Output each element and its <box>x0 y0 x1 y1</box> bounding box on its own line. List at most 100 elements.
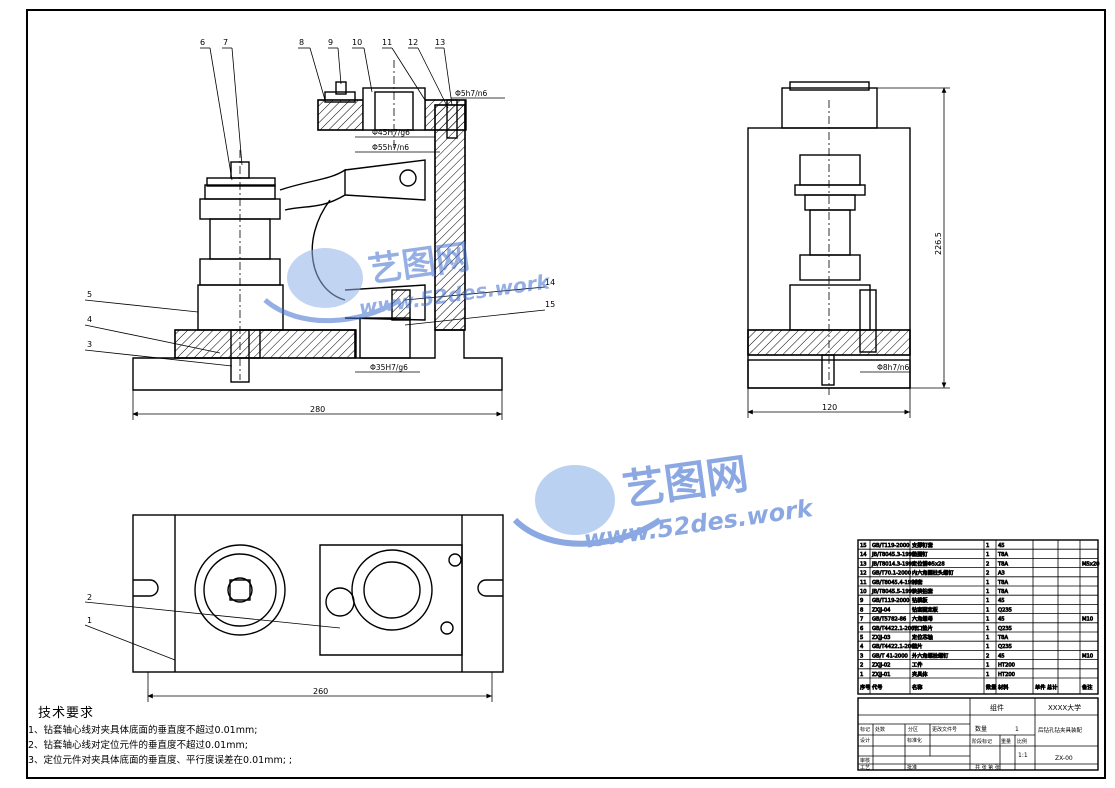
bom-cell-mat: A3 <box>998 571 1005 577</box>
bom-cell-code: JB/T8045.5-1999 <box>871 589 915 595</box>
tech-req-title: 技术要求 <box>38 706 95 721</box>
bom-cell-name: 钻模板 <box>912 596 928 604</box>
top-view-dimensions <box>84 601 493 702</box>
bom-cell-code: GB/T4422.1-2002 <box>872 644 918 650</box>
bom-cell-qty: 1 <box>986 644 989 650</box>
top-view <box>132 514 504 673</box>
bom-cell-code: ZXJJ-02 <box>872 663 890 669</box>
bom-cell-code: GB/T119-2000 <box>872 598 909 604</box>
bom-cell-mat: HT200 <box>998 672 1015 678</box>
bom-cell-name: 内六角圆柱头螺钉 <box>912 569 954 577</box>
bom-cell-mat: T8A <box>997 552 1008 558</box>
bom-cell-qty: 1 <box>986 672 989 678</box>
bom-cell-code: JB/T8045.3-1999 <box>871 552 915 558</box>
bom-cell-no: 15 <box>860 543 867 549</box>
front-view-dimensions <box>132 97 505 420</box>
bom-cell-name: 工件 <box>912 661 922 669</box>
side-view <box>747 81 911 395</box>
callout-14: 14 <box>545 278 555 287</box>
bom-cell-mat: T8A <box>997 561 1008 567</box>
bom-cell-qty: 1 <box>986 635 989 641</box>
callout-leaders <box>84 47 546 367</box>
bom-header-qty: 数量 <box>986 683 996 691</box>
bom-cell-note: M10 <box>1082 617 1093 623</box>
callout-13: 13 <box>435 38 445 47</box>
callout-7: 7 <box>223 38 228 47</box>
bom-cell-no: 3 <box>860 653 863 659</box>
bom-cell-note: M5x20 <box>1082 561 1099 567</box>
bom-cell-code: GB/T 41-2000 <box>872 653 908 659</box>
bom-cell-no: 14 <box>860 552 867 558</box>
title-count-label: 处数 <box>875 726 885 733</box>
bom-cell-name: 夹具体 <box>912 670 928 678</box>
title-std-label: 标准化 <box>907 737 922 744</box>
bom-cell-qty: 1 <box>986 617 989 623</box>
title-scale: 1:1 <box>1018 752 1028 759</box>
bom-cell-code: ZXJJ-04 <box>872 607 891 613</box>
bom-cell-qty: 2 <box>986 571 989 577</box>
fit-pin-8: Φ8h7/n6 <box>877 363 909 372</box>
bom-cell-mat: 45 <box>998 598 1005 604</box>
bom-cell-note: M10 <box>1082 653 1093 659</box>
bom-cell-no: 11 <box>860 580 867 586</box>
title-zone-label: 分区 <box>908 726 918 733</box>
title-approve-label: 批准 <box>907 764 917 771</box>
bom-cell-code: GB/T70.1-2000 <box>872 571 911 577</box>
bom-cell-qty: 1 <box>986 543 989 549</box>
bom-cell-code: GB/T119-2000 <box>872 543 909 549</box>
title-check-label: 审核 <box>860 757 870 764</box>
title-scale-label: 比例 <box>1017 738 1027 745</box>
bom-cell-mat: 45 <box>998 653 1005 659</box>
bom-cell-qty: 2 <box>986 653 989 659</box>
drawing-frame <box>26 9 1106 779</box>
title-drawing-no: ZX-00 <box>1055 755 1073 762</box>
bom-cell-code: GB/T5782-86 <box>872 617 906 623</box>
bom-cell-qty: 1 <box>986 552 989 558</box>
bom-header-weight: 单件 总计 <box>1035 683 1057 691</box>
callout-10: 10 <box>352 38 362 47</box>
callout-1: 1 <box>87 616 92 625</box>
bom-cell-code: GB/T4422.1-2002 <box>872 626 918 632</box>
bom-cell-name: 外六角螺栓螺钉 <box>912 651 948 659</box>
callout-6: 6 <box>200 38 205 47</box>
watermark-center: 艺图网 www.52des.work <box>512 449 816 554</box>
title-school: XXXX大学 <box>1048 703 1081 712</box>
top-width-dim: 260 <box>313 687 328 696</box>
title-weight-label: 重量 <box>1001 738 1011 745</box>
title-qty-value: 1 <box>1015 726 1019 733</box>
bom-cell-name: 六角螺母 <box>912 615 933 623</box>
bom-cell-no: 4 <box>860 644 864 650</box>
bom-cell-mat: T8A <box>997 589 1008 595</box>
bom-header-name: 名称 <box>912 683 922 691</box>
bom-header-mat: 材料 <box>998 683 1008 691</box>
bom-cell-mat: Q235 <box>998 607 1012 613</box>
title-drawing-title-a: 后钻孔钻夹具装配 <box>1038 726 1083 734</box>
bom-cell-no: 13 <box>860 561 867 567</box>
callout-11: 11 <box>382 38 392 47</box>
callout-3: 3 <box>87 340 92 349</box>
bom-cell-name: 开口垫片 <box>912 624 933 632</box>
bom-cell-qty: 2 <box>986 561 989 567</box>
front-view <box>132 60 503 391</box>
bom-cell-mat: T8A <box>997 580 1008 586</box>
bom-cell-name: 定位芯轴 <box>912 633 933 641</box>
side-height-dim: 226.5 <box>934 232 943 255</box>
bom-cell-mat: Q235 <box>998 626 1012 632</box>
title-block <box>857 697 1099 771</box>
bom-cell-no: 5 <box>860 635 863 641</box>
title-change-label: 更改文件号 <box>932 726 957 733</box>
bom-cell-name: 衬套 <box>912 578 923 586</box>
bom-cell-no: 1 <box>860 672 863 678</box>
bom-cell-code: ZXJJ-03 <box>872 635 890 641</box>
bom-header-no: 序号 <box>860 683 870 691</box>
callout-2: 2 <box>87 593 92 602</box>
callout-12: 12 <box>408 38 418 47</box>
bom-cell-qty: 1 <box>986 626 989 632</box>
bom-header-note: 备注 <box>1082 683 1092 691</box>
title-design-label: 设计 <box>860 737 870 744</box>
fit-bore-35: Φ35H7/g6 <box>370 363 408 372</box>
callout-9: 9 <box>328 38 333 47</box>
fit-bore-45: Φ45H7/g6 <box>372 128 410 137</box>
tech-req-item-2: 2、钻套轴心线对定位元件的垂直度不超过0.01mm; <box>28 740 248 751</box>
